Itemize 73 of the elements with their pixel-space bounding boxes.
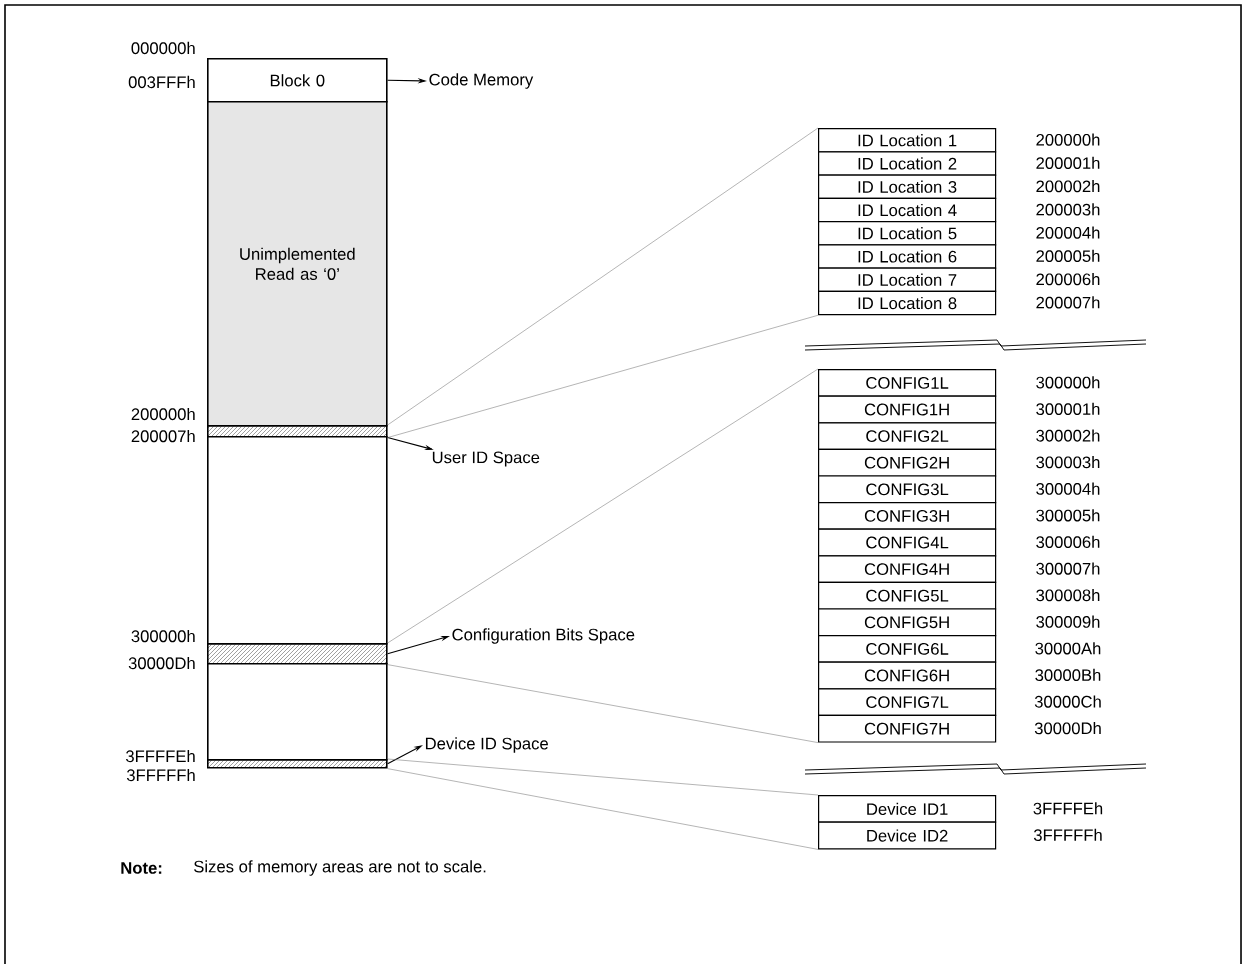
address-label: 300007h: [1036, 562, 1100, 575]
note-heading: Note:: [121, 862, 162, 874]
leader-line: [387, 368, 819, 644]
address-label: 300003h: [1036, 456, 1100, 469]
address-label: 200007h: [1036, 296, 1100, 309]
table-cell: CONFIG3L 300004h: [818, 475, 1100, 504]
leader-line: [387, 664, 819, 743]
leader-line: [387, 768, 819, 850]
table-cell: ID Location 8 200007h: [818, 290, 1100, 316]
address-label: 300000h: [1036, 376, 1100, 389]
address-label: 300009h: [1036, 615, 1100, 628]
address-label: 200007h: [131, 429, 195, 443]
address-label: 003FFFh: [128, 75, 195, 89]
address-label: 30000Ah: [1035, 642, 1101, 655]
address-label: 300000h: [131, 629, 195, 643]
address-label: 200003h: [1036, 203, 1100, 216]
table-cell: CONFIG2L 300002h: [818, 422, 1100, 450]
table-cell: CONFIG5L 300008h: [818, 581, 1100, 610]
table-cell: CONFIG7L 30000Ch: [818, 688, 1101, 716]
address-label: 200006h: [1036, 273, 1100, 286]
address-label: 300005h: [1036, 509, 1100, 522]
address-label: 300001h: [1036, 402, 1100, 416]
address-label: 3FFFFFh: [1033, 828, 1102, 842]
address-label: 30000Ch: [1034, 695, 1101, 708]
table-cell: CONFIG3H 300005h: [818, 502, 1100, 530]
callout-text: Configuration Bits Space: [452, 628, 635, 644]
callout-text: User ID Space: [432, 451, 540, 467]
address-label: 30000Dh: [1034, 722, 1101, 735]
table-cell: CONFIG6L 30000Ah: [818, 635, 1101, 663]
table-cell: ID Location 1 200000h: [818, 128, 1100, 153]
table-cell: CONFIG2H 300003h: [818, 448, 1100, 477]
address-label: 200001h: [1036, 156, 1100, 170]
address-label: 200000h: [131, 407, 195, 421]
table-cell: CONFIG4L 300006h: [818, 528, 1100, 557]
unimplemented-region: Unimplemented Read as ‘0’: [207, 101, 388, 427]
table-cell: Device ID2 3FFFFFh: [818, 821, 1102, 850]
address-label: 300006h: [1036, 535, 1100, 549]
memory-region: [207, 663, 388, 761]
address-label: 200000h: [1036, 133, 1100, 146]
table-cell: CONFIG1H 300001h: [818, 395, 1100, 424]
address-label: 300008h: [1036, 589, 1100, 602]
table-cell: ID Location 3 200002h: [818, 174, 1100, 199]
callout-text: Device ID Space: [425, 737, 548, 753]
address-label: 30000Bh: [1035, 668, 1101, 682]
address-label: 200004h: [1036, 226, 1100, 239]
leader-line: [387, 758, 819, 796]
memory-block: Block 0: [207, 58, 388, 103]
address-label: 3FFFFEh: [126, 749, 195, 763]
address-label: 200005h: [1036, 249, 1100, 263]
leader-line: [387, 315, 819, 438]
table-cell: CONFIG1L 300000h: [818, 369, 1100, 397]
address-label: 30000Dh: [128, 656, 195, 670]
address-label: 300004h: [1036, 482, 1100, 495]
table-cell: Device ID1 3FFFFEh: [818, 795, 1103, 823]
table-cell: ID Location 4 200003h: [818, 197, 1100, 223]
table-cell: CONFIG6H 30000Bh: [818, 661, 1101, 690]
memory-region: [207, 436, 388, 645]
table-cell: ID Location 5 200004h: [818, 221, 1100, 246]
note-text: Sizes of memory areas are not to scale.: [194, 860, 486, 876]
hatched-band: [207, 759, 388, 769]
address-label: 200002h: [1036, 179, 1100, 193]
address-label: 000000h: [131, 41, 195, 55]
table-cell: ID Location 2 200001h: [818, 151, 1100, 176]
callout-text: Code Memory: [429, 73, 534, 89]
leader-line: [387, 127, 819, 426]
table-cell: ID Location 7 200006h: [818, 267, 1100, 292]
table-cell: CONFIG5H 300009h: [818, 608, 1100, 637]
address-label: 3FFFFFh: [126, 768, 195, 782]
table-cell: ID Location 6 200005h: [818, 244, 1100, 269]
address-label: 300002h: [1036, 429, 1100, 442]
table-cell: CONFIG7H 30000Dh: [818, 714, 1101, 743]
table-cell: CONFIG4H 300007h: [818, 555, 1100, 583]
address-label: 3FFFFEh: [1033, 802, 1103, 815]
